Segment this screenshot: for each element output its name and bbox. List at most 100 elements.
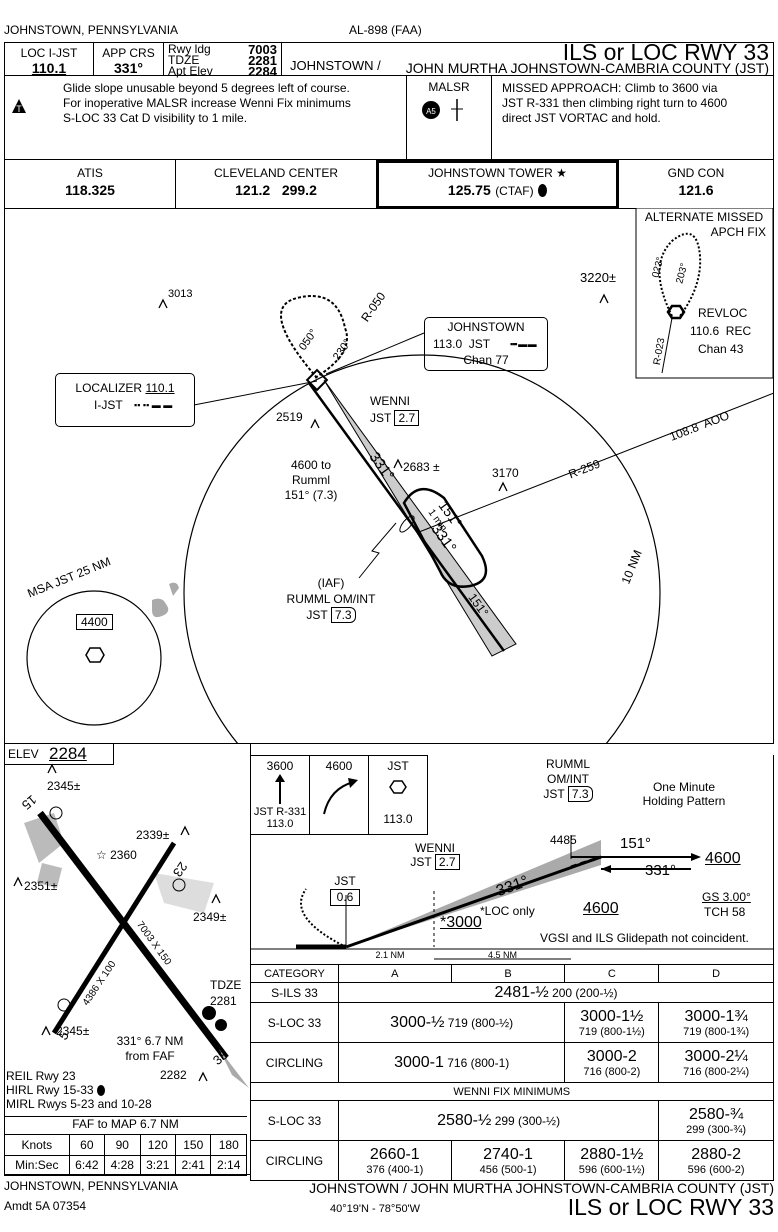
airport-elev-2349: 2349±	[193, 910, 227, 924]
wenni-name: WENNI	[370, 394, 410, 408]
runway-5-23	[51, 841, 177, 1035]
elev-value: 2284	[49, 744, 87, 763]
gnd-freq: 121.6	[678, 182, 714, 198]
airport-tdze-label: TDZE	[210, 978, 242, 992]
min-sloc-ab: 3000-½	[390, 1013, 445, 1031]
footer-coords: 40°19'N - 78°50'W	[330, 1203, 421, 1215]
note-line-2: For inoperative MALSR increase Wenni Fix…	[63, 96, 351, 110]
peak-2339-icon	[180, 825, 190, 836]
ma3-id: JST	[387, 759, 409, 773]
revloc-freq: 110.6 REC	[690, 324, 752, 338]
malsr-lighting-icon: A5	[422, 99, 463, 121]
profile-vgsi: VGSI and ILS Glidepath not coincident.	[540, 931, 749, 945]
wenni-circ-b-sub: 456 (500-1)	[479, 1163, 537, 1176]
peak-2351-icon	[13, 876, 23, 887]
reil-note: REIL Rwy 23	[6, 1069, 76, 1083]
runway-15-33	[37, 810, 229, 1061]
rwy-ldg-value: 7003	[248, 42, 277, 57]
glidepath-wedge	[346, 840, 601, 947]
elev-label: ELEV	[8, 747, 39, 761]
revloc-name: REVLOC	[698, 306, 748, 320]
volume-id: AL-898 (FAA)	[349, 23, 422, 37]
footer-procedure: ILS or LOC RWY 33	[567, 1194, 774, 1220]
center-freq: 121.2 299.2	[235, 182, 317, 198]
r023-radial	[661, 317, 673, 374]
atis-label: ATIS	[77, 166, 103, 180]
alt-missed-track	[658, 232, 702, 317]
profile-wenni-jst: JST	[410, 855, 432, 869]
time-1: 4:28	[104, 1154, 141, 1176]
knots-label: Knots	[4, 1134, 70, 1156]
atis-freq: 118.325	[65, 182, 115, 198]
procedure-title: ILS or LOC RWY 33	[562, 39, 769, 65]
min-sloc-c: 3000-1½	[580, 1007, 644, 1025]
wenni-dme: 2.7	[394, 410, 420, 426]
knots-4: 180	[210, 1134, 247, 1156]
time-4: 2:14	[210, 1154, 247, 1176]
min-sils-label: S-ILS 33	[250, 982, 339, 1003]
profile-loc-only: *LOC only	[480, 904, 535, 918]
tower-freq: 125.75	[447, 182, 491, 198]
elev-3013: 3013	[168, 288, 193, 300]
time-0: 6:42	[68, 1154, 106, 1176]
apron-shading	[154, 873, 214, 913]
minimums-table: CATEGORY A B C D S-ILS 33 2481-½ 200 (20…	[250, 964, 775, 1181]
min-circ-d: 3000-2¼	[684, 1047, 748, 1065]
msa-circle	[26, 590, 162, 726]
elev-box: ELEV 2284	[4, 743, 114, 765]
outer-marker	[399, 515, 415, 533]
wenni-circ-a: 2660-1	[369, 1145, 420, 1163]
airport-elev-2345b: 2345±	[56, 1024, 90, 1038]
plan-view-drawing	[26, 208, 774, 744]
final-course-line	[307, 382, 506, 652]
faf-map-label: FAF to MAP 6.7 NM	[4, 1116, 247, 1131]
header-city: JOHNSTOWN /	[290, 58, 381, 73]
note-line-1: Glide slope unusable beyond 5 degrees le…	[63, 81, 350, 95]
peak-2683-icon	[393, 458, 403, 469]
wenni-circ-label: CIRCLING	[250, 1140, 339, 1181]
peak-3013-icon	[158, 298, 168, 309]
min-cat-b: B	[450, 964, 566, 983]
min-circ-ab: 3000-1	[394, 1053, 444, 1071]
ma2-alt: 4600	[325, 759, 353, 773]
approach-lights	[219, 1049, 249, 1088]
profile-drawing	[251, 835, 773, 960]
min-sloc-d: 3000-1¾	[684, 1007, 748, 1025]
hold-note-1: One Minute	[652, 780, 716, 794]
hold-note-2: Holding Pattern	[642, 794, 726, 808]
airport-drawing	[13, 763, 249, 1088]
tower-box: JOHNSTOWN TOWER ★ 125.75 (CTAF)	[376, 160, 619, 209]
comms-box: ATIS 118.325 CLEVELAND CENTER 121.2 299.…	[4, 159, 774, 209]
profile-wenni-dme: 2.7	[434, 854, 460, 870]
faf-from: from FAF	[125, 1049, 175, 1063]
min-sils-sub: 200 (200-½)	[552, 985, 618, 1000]
min-circ-d-sub: 716 (800-2¼)	[683, 1065, 750, 1078]
notes-box: T Glide slope unusable beyond 5 degrees …	[4, 75, 774, 160]
profile-4600a: 4600	[705, 850, 741, 867]
missed-line-3: direct JST VORTAC and hold.	[502, 111, 661, 125]
top-location: JOHNSTOWN, PENNSYLVANIA	[4, 23, 179, 37]
missed-icon-3: JST 113.0	[368, 755, 428, 835]
rumml-leader	[358, 522, 397, 579]
reil-marker-15	[49, 806, 63, 820]
lake-shape	[152, 582, 179, 618]
min-sloc-ab-sub: 719 (800-½)	[447, 1015, 514, 1030]
time-2: 3:21	[139, 1154, 177, 1176]
gnd-label: GND CON	[667, 166, 725, 180]
leader-localizer	[193, 380, 318, 406]
min-sloc-label: S-LOC 33	[250, 1002, 339, 1043]
knots-2: 120	[139, 1134, 177, 1156]
tdze-value: 2281	[248, 53, 277, 68]
min-cat-a: A	[337, 964, 452, 983]
wenni-circ-d: 2880-2	[691, 1145, 742, 1163]
peak-2349-icon	[211, 893, 221, 904]
center-label: CLEVELAND CENTER	[213, 166, 339, 180]
vor-box: JOHNSTOWN 113.0 JST ▪▪▪ ▬ ▬ Chan 77	[424, 317, 548, 371]
ma1-freq: 113.0	[266, 818, 294, 830]
wenni-minimums-title: WENNI FIX MINIMUMS	[250, 1082, 774, 1101]
alt-missed-title-1: ALTERNATE MISSED	[644, 210, 764, 224]
min-circ-c: 3000-2	[586, 1047, 637, 1065]
msa-altitude: 4400	[76, 614, 113, 630]
min-circ-ab-sub: 716 (800-1)	[447, 1055, 510, 1070]
vor-name: JOHNSTOWN	[447, 320, 525, 334]
